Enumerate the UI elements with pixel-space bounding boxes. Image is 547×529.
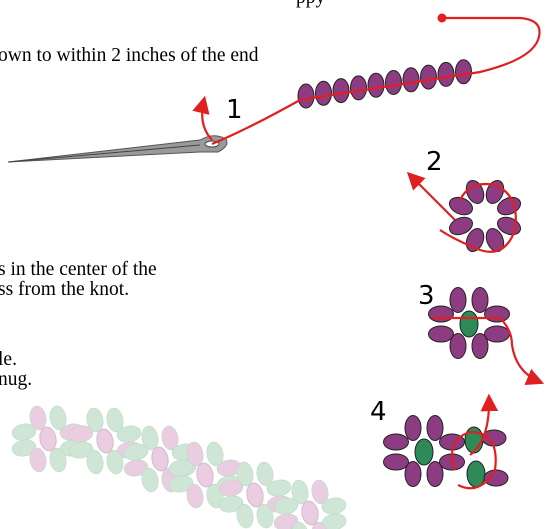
bead-icon xyxy=(448,196,473,216)
bead-icon xyxy=(106,449,124,475)
bead-icon xyxy=(49,447,67,473)
bead-icon xyxy=(471,287,489,313)
bead-icon xyxy=(96,428,114,454)
bead-icon xyxy=(29,447,47,473)
bead-icon xyxy=(385,70,402,95)
bead-icon xyxy=(218,495,244,513)
bead-icon xyxy=(86,449,104,475)
bead-icon xyxy=(246,482,264,508)
bead-icon xyxy=(86,407,104,433)
instruction-text-step2a: s in the center of the xyxy=(0,259,157,280)
bead-icon xyxy=(383,453,409,471)
step2-diagram: 2 xyxy=(406,147,522,253)
bead-icon xyxy=(273,513,299,529)
needle-icon xyxy=(7,135,228,163)
bead-icon xyxy=(404,415,422,441)
bead-icon xyxy=(297,83,315,109)
bead-icon xyxy=(68,441,94,459)
bead-icon xyxy=(106,407,124,433)
center-bead-icon xyxy=(414,438,434,466)
bead-icon xyxy=(484,305,510,323)
thread-icon xyxy=(439,182,517,253)
thread-icon xyxy=(451,430,497,490)
bead-icon xyxy=(449,287,467,313)
bead-icon xyxy=(484,325,510,343)
thread-icon xyxy=(211,16,541,146)
arrow-icon xyxy=(192,95,213,141)
bead-icon xyxy=(332,78,350,104)
bead-icon xyxy=(301,500,319,526)
bead-icon xyxy=(291,479,309,505)
arrow-icon xyxy=(406,171,456,221)
bead-icon xyxy=(402,67,420,93)
bead-icon xyxy=(236,503,254,529)
bead-icon xyxy=(168,475,194,493)
bead-icon xyxy=(186,483,204,509)
bead-icon xyxy=(367,72,385,98)
bead-icon xyxy=(449,333,467,359)
bead-icon xyxy=(466,460,486,488)
bead-strand xyxy=(297,59,472,109)
knot-icon xyxy=(437,13,447,23)
bead-icon xyxy=(236,461,254,487)
step-number-1: 1 xyxy=(226,95,243,125)
bead-icon xyxy=(311,521,329,529)
bead-icon xyxy=(420,64,437,90)
bead-icon xyxy=(186,441,204,467)
bead-icon xyxy=(404,461,422,487)
bead-icon xyxy=(206,441,224,467)
bead-icon xyxy=(151,446,169,472)
bead-icon xyxy=(315,80,332,106)
bead-icon xyxy=(29,405,47,431)
bead-icon xyxy=(428,305,454,323)
step-number-4: 4 xyxy=(370,397,387,427)
bead-icon xyxy=(11,439,37,457)
bead-icon xyxy=(161,425,179,451)
step3-diagram: 3 xyxy=(418,281,545,386)
bead-icon xyxy=(256,503,274,529)
instruction-text-step3b: nug. xyxy=(0,369,33,390)
bead-icon xyxy=(448,216,473,236)
bead-icon xyxy=(196,462,214,488)
bead-icon xyxy=(426,461,444,487)
step-number-3: 3 xyxy=(418,281,435,311)
bead-icon xyxy=(311,479,329,505)
bead-icon xyxy=(465,179,485,204)
instruction-text-step2b: ss from the knot. xyxy=(0,279,130,300)
bead-icon xyxy=(256,461,274,487)
bead-icon xyxy=(141,425,159,451)
bead-icon xyxy=(49,405,67,431)
decorative-bead-strip xyxy=(11,405,347,529)
bead-icon xyxy=(383,433,409,451)
bead-icon xyxy=(428,325,454,343)
bead-icon xyxy=(141,467,159,493)
bead-icon xyxy=(350,75,367,101)
bead-icon xyxy=(455,59,472,85)
arrow-icon xyxy=(469,393,499,456)
bead-icon xyxy=(426,415,444,441)
instruction-text-top: ppy xyxy=(296,0,325,8)
bead-icon xyxy=(471,333,489,359)
bead-icon xyxy=(291,521,309,529)
step1-diagram: 1 xyxy=(7,13,541,163)
bead-icon xyxy=(437,61,455,87)
step-number-2: 2 xyxy=(426,147,443,177)
bead-icon xyxy=(123,459,149,477)
center-bead-icon xyxy=(459,310,479,338)
bead-icon xyxy=(483,469,509,487)
instruction-text-step1: own to within 2 inches of the end xyxy=(0,45,259,66)
arrow-icon xyxy=(499,317,545,386)
bead-icon xyxy=(39,426,57,452)
step4-diagram: 4 xyxy=(370,393,509,490)
instruction-text-step3a: le. xyxy=(0,349,17,370)
bead-icon xyxy=(464,426,484,454)
